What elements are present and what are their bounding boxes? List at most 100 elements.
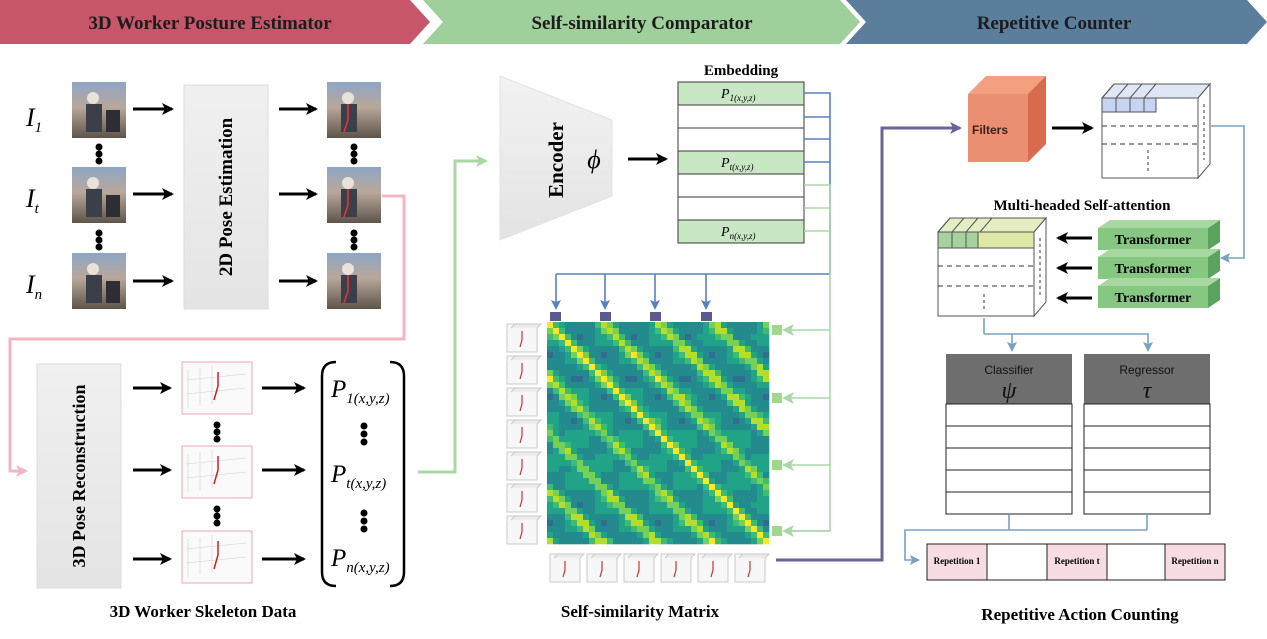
pose-estimation-label: 2D Pose Estimation bbox=[216, 117, 237, 276]
pose-reconstruction-box bbox=[36, 363, 122, 589]
pose-vector: P1(x,y,z) Pt(x,y,z) Pn(x,y,z) bbox=[320, 360, 406, 588]
vector-row-t: Pt(x,y,z) bbox=[330, 461, 386, 492]
encoder-block bbox=[499, 75, 613, 241]
banner-comparator: Self-similarity Comparator bbox=[423, 0, 860, 44]
skeleton-thumbnail bbox=[734, 553, 771, 583]
feature-to-heads-connector bbox=[983, 318, 1153, 352]
vector-row-1: P1(x,y,z) bbox=[330, 376, 390, 407]
pink-connector-arrow bbox=[8, 194, 406, 477]
transformer-label: Transformer bbox=[1115, 291, 1192, 306]
skeleton-thumbnail bbox=[506, 387, 543, 417]
attention-title: Multi-headed Self-attention bbox=[993, 198, 1171, 214]
frame-label-t: It bbox=[25, 184, 40, 217]
skeleton-plot bbox=[181, 530, 253, 584]
vector-row-n: Pn(x,y,z) bbox=[330, 545, 390, 576]
classifier-label: Classifier bbox=[984, 363, 1033, 377]
classifier-head: Classifier ψ bbox=[945, 354, 1073, 515]
embedding-row bbox=[677, 196, 805, 221]
repetition-cell bbox=[1106, 543, 1166, 581]
arrows-from-pose bbox=[279, 103, 318, 287]
embedding-table: P1(x,y,z) Pt(x,y,z) Pn(x,y,z) bbox=[677, 81, 805, 244]
embedding-row bbox=[677, 104, 805, 129]
skeleton-thumbnail bbox=[506, 419, 543, 449]
skeleton-thumbnail bbox=[506, 515, 543, 545]
annotated-frame-photos bbox=[327, 82, 381, 309]
ellipsis-dots bbox=[95, 143, 103, 251]
banner-counter: Repetitive Counter bbox=[846, 0, 1267, 44]
embedding-row-label: P1(x,y,z) bbox=[720, 87, 756, 103]
transformer-label: Transformer bbox=[1115, 233, 1192, 248]
transformer-block: Transformer bbox=[1098, 220, 1220, 250]
regressor-label: Regressor bbox=[1119, 363, 1174, 377]
repetition-label: Repetition n bbox=[1171, 556, 1218, 566]
caption-repetition-counting: Repetitive Action Counting bbox=[981, 605, 1179, 624]
transformer-feature-map bbox=[936, 216, 1048, 318]
encoder-label: Encoder bbox=[544, 122, 568, 198]
self-similarity-matrix bbox=[547, 322, 770, 545]
encoder-symbol: ϕ bbox=[587, 145, 600, 174]
skeleton-thumbnail bbox=[549, 553, 586, 583]
regressor-symbol: τ bbox=[1143, 378, 1153, 404]
caption-skeleton-data: 3D Worker Skeleton Data bbox=[110, 602, 297, 621]
transformer-label: Transformer bbox=[1115, 262, 1192, 277]
repetition-count-bar: Repetition 1 Repetition t Repetition n bbox=[926, 543, 1226, 581]
skeleton-thumbnail bbox=[623, 553, 660, 583]
filters-block: Filters bbox=[968, 76, 1046, 162]
banner-posture-label: 3D Worker Posture Estimator bbox=[88, 13, 332, 34]
regressor-head: Regressor τ bbox=[1083, 354, 1211, 515]
frame-label-1: I1 bbox=[25, 103, 42, 136]
filters-label: Filters bbox=[972, 123, 1008, 137]
skeleton-thumbnail bbox=[506, 483, 543, 513]
banner-counter-label: Repetitive Counter bbox=[977, 13, 1132, 34]
skeleton-thumbnail bbox=[586, 553, 623, 583]
matrix-row-thumbnails bbox=[506, 323, 543, 545]
skeleton-plot bbox=[181, 445, 253, 499]
arrows-to-vector bbox=[262, 382, 306, 565]
repetition-label: Repetition 1 bbox=[934, 556, 981, 566]
transformer-arrows bbox=[1056, 232, 1092, 304]
skeleton-thumbnail bbox=[506, 323, 543, 353]
banner-posture: 3D Worker Posture Estimator bbox=[0, 0, 430, 44]
embedding-to-matrix-connectors bbox=[551, 92, 831, 310]
matrix-row-markers bbox=[772, 325, 782, 536]
transformer-block: Transformer bbox=[1098, 249, 1220, 279]
repetition-cell: Repetition 1 bbox=[926, 543, 988, 581]
classifier-symbol: ψ bbox=[1002, 378, 1018, 404]
embedding-row-label: Pn(x,y,z) bbox=[720, 225, 756, 241]
photo-frame bbox=[327, 253, 381, 309]
input-frame-photos bbox=[72, 82, 126, 309]
caption-ssm: Self-similarity Matrix bbox=[561, 602, 720, 621]
skeleton-plot bbox=[181, 361, 253, 415]
matrix-column-thumbnails bbox=[549, 553, 771, 583]
repetition-cell: Repetition n bbox=[1164, 543, 1226, 581]
frame-label-n: In bbox=[25, 270, 42, 303]
pose-estimation-box bbox=[183, 84, 269, 310]
repetition-cell bbox=[986, 543, 1048, 581]
photo-frame bbox=[72, 167, 126, 223]
embedding-row-label: Pt(x,y,z) bbox=[720, 156, 754, 172]
photo-frame bbox=[72, 253, 126, 309]
embedding-row bbox=[677, 127, 805, 152]
skeleton-thumbnail bbox=[660, 553, 697, 583]
transformer-block: Transformer bbox=[1098, 278, 1220, 308]
ellipsis-dots bbox=[360, 422, 368, 533]
attention-to-transformer-connector bbox=[1211, 125, 1245, 263]
arrows-to-skeletons bbox=[133, 382, 172, 565]
attention-feature-map bbox=[1100, 82, 1212, 180]
matrix-column-markers bbox=[550, 312, 712, 321]
skeleton-thumbnail bbox=[506, 451, 543, 481]
arrows-to-pose bbox=[133, 103, 174, 287]
photo-frame bbox=[327, 167, 381, 223]
pose-reconstruction-label: 3D Pose Reconstruction bbox=[69, 385, 89, 568]
heads-to-output-connector bbox=[904, 514, 1148, 565]
skeleton-thumbnail bbox=[697, 553, 734, 583]
skeleton-plots bbox=[181, 361, 253, 584]
embedding-row bbox=[677, 173, 805, 198]
repetition-label: Repetition t bbox=[1054, 556, 1099, 566]
repetition-cell: Repetition t bbox=[1046, 543, 1108, 581]
green-connector-arrow bbox=[418, 155, 488, 474]
ellipsis-dots bbox=[350, 143, 358, 251]
purple-connector-arrow bbox=[776, 122, 962, 562]
